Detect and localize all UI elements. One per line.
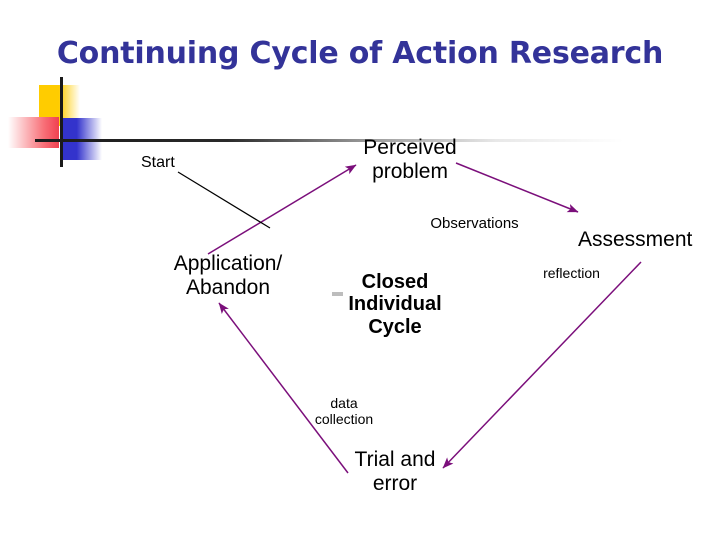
deco-vertical-bar (60, 77, 63, 167)
start-pointer-line (177, 171, 271, 229)
deco-horizontal-rule (35, 139, 675, 142)
node-application-abandon: Application/ Abandon (173, 252, 283, 299)
edge-label-data-collection: data collection (314, 395, 374, 427)
deco-red-rectangle (8, 117, 59, 148)
node-trial-and-error: Trial and error (354, 448, 436, 495)
start-label: Start (141, 154, 175, 171)
edge-application-to-perceived (207, 164, 357, 255)
edge-label-reflection: reflection (543, 265, 600, 281)
edge-perceived-to-assessment (455, 162, 579, 213)
page-title: Continuing Cycle of Action Research (56, 36, 664, 71)
node-assessment: Assessment (578, 228, 693, 251)
edge-trial-to-application (218, 302, 349, 474)
center-artifact-mark (332, 292, 343, 296)
edge-assessment-to-trial (442, 261, 642, 469)
node-closed-individual-cycle: Closed Individual Cycle (348, 271, 442, 338)
node-perceived-problem: Perceived problem (363, 136, 457, 183)
edge-label-observations: Observations (430, 215, 519, 232)
